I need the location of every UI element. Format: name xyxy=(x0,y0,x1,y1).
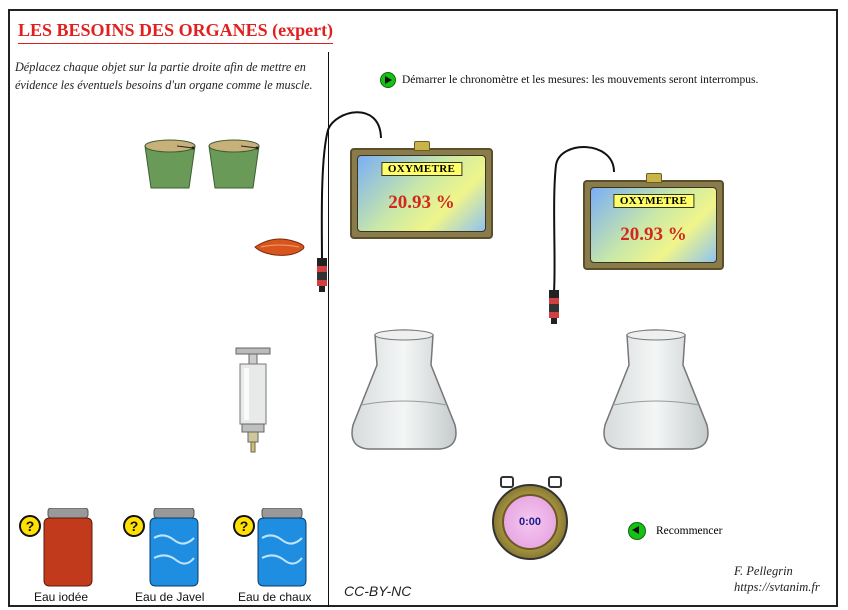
oxymeter-connector xyxy=(645,173,662,183)
stopwatch-face: 0:00 xyxy=(502,494,558,550)
instructions-text: Déplacez chaque objet sur la partie droi… xyxy=(15,60,313,93)
flask-right xyxy=(603,329,709,450)
help-bleach-button[interactable]: ? xyxy=(123,515,145,537)
oxymeter-connector xyxy=(413,141,430,151)
pot-1[interactable] xyxy=(141,138,199,192)
jar-label-bleach: Eau de Javel xyxy=(135,590,205,604)
help-limewater-button[interactable]: ? xyxy=(233,515,255,537)
license-text: CC-BY-NC xyxy=(344,583,412,599)
oxymeter-1: OXYMETRE 20.93 % xyxy=(350,141,493,239)
stopwatch: 0:00 xyxy=(490,474,570,562)
stopwatch-button-right xyxy=(548,476,562,488)
oxygen-value: 20.93 % xyxy=(620,224,687,245)
oxymeter-label: OXYMETRE xyxy=(612,194,695,208)
oxygen-value: 20.93 % xyxy=(388,192,455,213)
oxymeter-screen: OXYMETRE 20.93 % xyxy=(357,155,486,232)
pot-2[interactable] xyxy=(205,138,263,192)
muscle-piece[interactable] xyxy=(253,235,309,259)
credit-block: F. Pellegrin https://svtanim.fr xyxy=(734,563,820,596)
play-icon[interactable] xyxy=(380,72,396,88)
start-measure-button[interactable]: Démarrer le chronomètre et les mesures: … xyxy=(380,72,758,88)
back-icon[interactable] xyxy=(628,522,646,540)
flask-left xyxy=(351,329,457,450)
author-name: F. Pellegrin xyxy=(734,564,793,578)
page-title: LES BESOINS DES ORGANES (expert) xyxy=(18,20,334,44)
panel-divider xyxy=(328,52,329,607)
oxygen-probe-left[interactable] xyxy=(317,258,327,294)
limewater-jar-icon[interactable] xyxy=(256,508,308,588)
oxygen-probe-right[interactable] xyxy=(549,290,559,326)
restart-button[interactable]: Recommencer xyxy=(628,522,722,540)
help-iodine-button[interactable]: ? xyxy=(19,515,41,537)
oxymeter-label: OXYMETRE xyxy=(380,162,463,176)
stopwatch-button-left xyxy=(500,476,514,488)
jar-label-limewater: Eau de chaux xyxy=(238,590,312,604)
oxymeter-2: OXYMETRE 20.93 % xyxy=(583,173,724,270)
app-frame xyxy=(8,9,838,607)
restart-label: Recommencer xyxy=(656,525,723,537)
site-link[interactable]: https://svtanim.fr xyxy=(734,580,820,595)
oxymeter-screen: OXYMETRE 20.93 % xyxy=(590,187,717,263)
jar-label-iodine: Eau iodée xyxy=(34,590,89,604)
start-label: Démarrer le chronomètre et les mesures: … xyxy=(402,74,759,86)
bleach-jar-icon[interactable] xyxy=(148,508,200,588)
syringe[interactable] xyxy=(232,346,274,454)
timer-value: 0:00 xyxy=(518,516,542,528)
iodine-jar-icon[interactable] xyxy=(42,508,94,588)
